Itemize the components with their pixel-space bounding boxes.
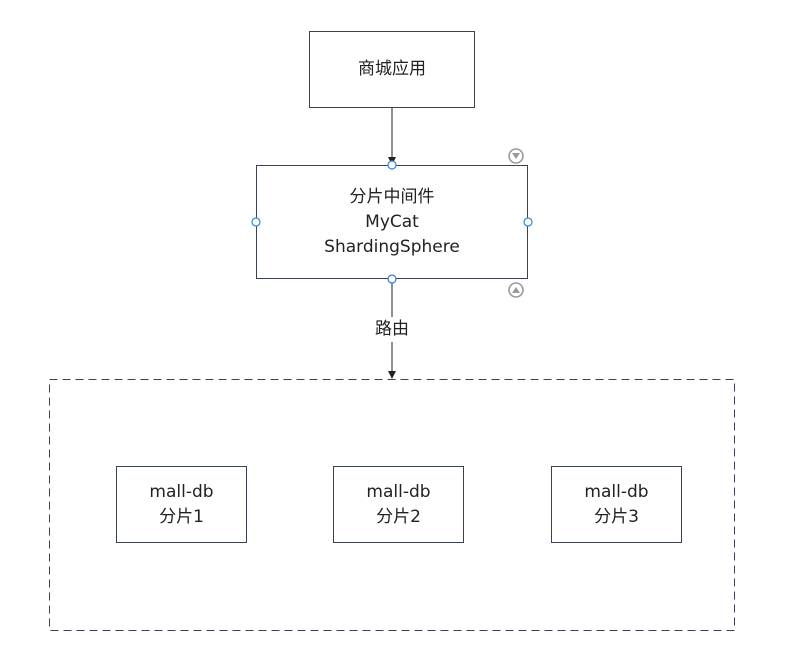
shard-node-3-label: 分片3 <box>594 506 639 527</box>
middleware-node[interactable]: 分片中间件 MyCat ShardingSphere <box>256 165 528 279</box>
middleware-node-mycat: MyCat <box>365 211 419 232</box>
shard-node-3[interactable]: mall-db 分片3 <box>551 466 682 543</box>
shard-node-2[interactable]: mall-db 分片2 <box>333 466 464 543</box>
app-node-label: 商城应用 <box>358 59 426 79</box>
route-edge-label: 路由 <box>362 317 422 342</box>
expand-down-icon[interactable] <box>508 148 524 164</box>
shard-node-1[interactable]: mall-db 分片1 <box>116 466 247 543</box>
app-node[interactable]: 商城应用 <box>309 31 475 108</box>
shard-node-3-db: mall-db <box>584 481 649 502</box>
connection-handle-right[interactable] <box>523 217 533 227</box>
shard-node-2-db: mall-db <box>366 481 431 502</box>
middleware-node-shardingsphere: ShardingSphere <box>324 236 460 257</box>
connection-handle-left[interactable] <box>251 217 261 227</box>
expand-up-icon[interactable] <box>508 282 524 298</box>
connection-handle-top[interactable] <box>387 160 397 170</box>
shard-node-2-label: 分片2 <box>376 506 421 527</box>
connection-handle-bottom[interactable] <box>387 274 397 284</box>
middleware-node-title: 分片中间件 <box>349 186 435 207</box>
shard-node-1-label: 分片1 <box>159 506 204 527</box>
shard-group-container <box>49 379 735 631</box>
arrowhead-middleware-to-shards <box>388 371 396 379</box>
shard-node-1-db: mall-db <box>149 481 214 502</box>
